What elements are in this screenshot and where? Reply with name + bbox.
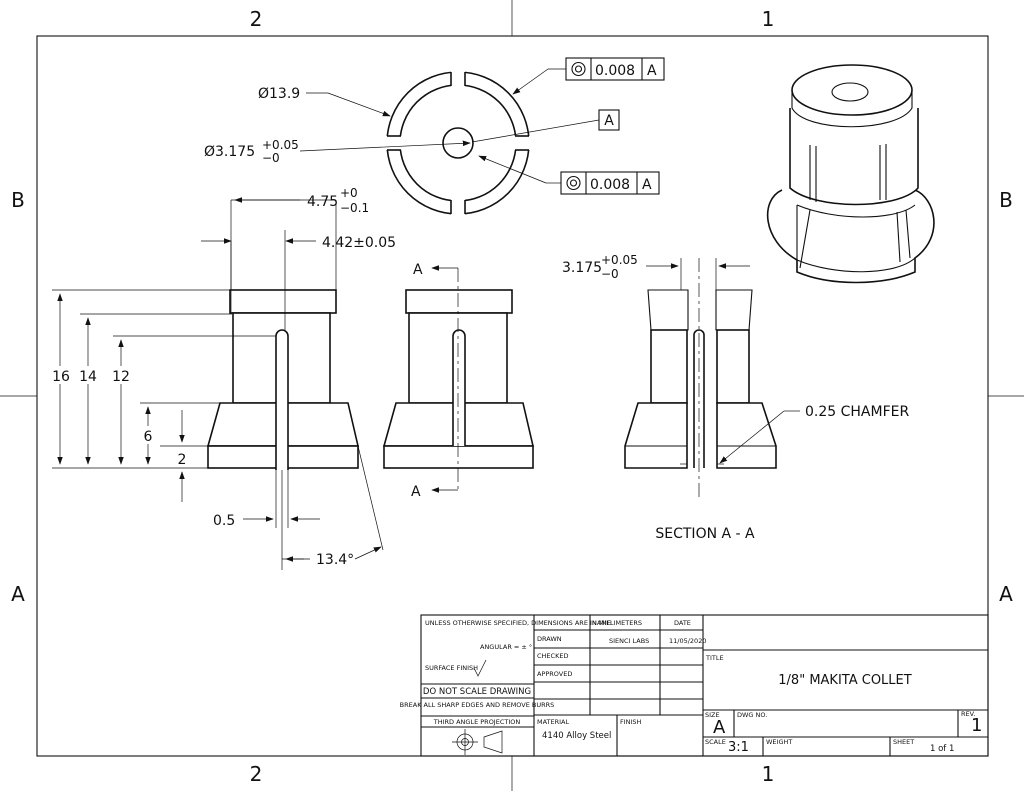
top-view-geometry [385, 70, 531, 216]
section-marker-lower: A [411, 484, 421, 500]
dim-height-6: 6 [144, 429, 153, 445]
dim-height-14: 14 [79, 369, 97, 385]
dwg-no-label: DWG NO. [737, 711, 767, 719]
dim-outer-diameter: Ø13.9 [258, 86, 300, 102]
dim-width-tol-minus: −0.1 [340, 201, 369, 215]
zone-bottom-1: 1 [762, 762, 775, 786]
general-note: UNLESS OTHERWISE SPECIFIED, DIMENSIONS A… [425, 619, 642, 627]
dim-section-bore: 3.175 [562, 260, 602, 276]
section-view: 3.175 +0.05 −0 0.25 CHAMFER SECTION A - … [562, 253, 909, 542]
scale-label: SCALE [705, 738, 726, 746]
dim-section-bore-tol-minus: −0 [601, 267, 619, 281]
sheet-label: SHEET [893, 738, 914, 746]
drawing-title: 1/8" MAKITA COLLET [778, 673, 911, 688]
fcf-top-datum: A [647, 63, 657, 79]
dim-bore-tol-minus: −0 [262, 151, 280, 165]
dim-inner-width: 4.42±0.05 [322, 235, 396, 251]
dim-height-2: 2 [178, 452, 187, 468]
fcf-bottom-datum: A [642, 177, 652, 193]
fcf-bottom-value: 0.008 [590, 177, 630, 193]
third-angle-projection-icon [452, 729, 503, 755]
concentricity-icon [571, 61, 586, 77]
drawn-date: 11/05/2020 [669, 637, 706, 645]
dim-slot-width: 0.5 [213, 513, 235, 529]
rev-label: REV. [961, 710, 975, 718]
surface-finish-label: SURFACE FINISH [425, 664, 478, 672]
drawn-label: DRAWN [537, 635, 562, 643]
material-value: 4140 Alloy Steel [542, 731, 611, 741]
finish-label: FINISH [620, 718, 642, 726]
datum-label: A [604, 113, 614, 129]
title-label: TITLE [705, 654, 724, 662]
size-label: SIZE [705, 711, 720, 719]
top-view: Ø13.9 Ø3.175 +0.05 −0 0.008 A A [204, 57, 665, 216]
dim-width: 4.75 [307, 194, 338, 210]
rev-value: 1 [971, 715, 982, 736]
zone-labels: 2 1 2 1 B A B A [11, 7, 1013, 786]
side-view: A A [382, 262, 535, 500]
zone-right-b: B [999, 188, 1013, 212]
fcf-top-value: 0.008 [595, 63, 635, 79]
size-value: A [713, 717, 726, 738]
concentricity-icon [566, 175, 581, 191]
break-edges-note: BREAK ALL SHARP EDGES AND REMOVE BURRS [400, 701, 555, 709]
fcf-bottom [560, 171, 660, 195]
zone-bottom-2: 2 [250, 762, 263, 786]
do-not-scale-note: DO NOT SCALE DRAWING [423, 687, 531, 697]
date-column-header: DATE [674, 619, 691, 627]
front-view: 4.75 +0 −0.1 4.42±0.05 16 14 12 [48, 186, 396, 570]
dim-angle: 13.4° [316, 552, 354, 568]
zone-left-b: B [11, 188, 25, 212]
zone-top-1: 1 [762, 7, 775, 31]
weight-label: WEIGHT [766, 738, 792, 746]
dim-section-bore-tol-plus: +0.05 [601, 253, 638, 267]
datum-box [598, 109, 620, 131]
section-caption: SECTION A - A [655, 526, 755, 542]
drawn-name: SIENCI LABS [609, 637, 649, 645]
angular-tolerance: ANGULAR = ± ° [480, 643, 532, 651]
surface-finish-icon [473, 659, 487, 677]
projection-label: THIRD ANGLE PROJECTION [433, 718, 521, 726]
zone-left-a: A [11, 582, 25, 606]
fcf-top [565, 57, 665, 81]
checked-label: CHECKED [537, 652, 568, 660]
zone-top-2: 2 [250, 7, 263, 31]
front-view-annotations: 4.75 +0 −0.1 4.42±0.05 16 14 12 [48, 186, 396, 568]
isometric-view [766, 64, 935, 284]
top-view-annotations: Ø13.9 Ø3.175 +0.05 −0 0.008 A A [204, 57, 665, 195]
material-label: MATERIAL [537, 718, 570, 726]
section-marker-upper: A [413, 262, 423, 278]
chamfer-note: 0.25 CHAMFER [805, 404, 909, 420]
dim-height-12: 12 [112, 369, 130, 385]
name-column-header: NAME [592, 619, 611, 627]
zone-right-a: A [999, 582, 1013, 606]
dim-bore-tol-plus: +0.05 [262, 138, 299, 152]
dim-bore-diameter: Ø3.175 [204, 144, 255, 160]
front-view-geometry [206, 200, 360, 570]
scale-value: 3:1 [728, 740, 749, 755]
dim-width-tol-plus: +0 [340, 186, 358, 200]
dim-height-16: 16 [52, 369, 70, 385]
title-block: UNLESS OTHERWISE SPECIFIED, DIMENSIONS A… [400, 614, 989, 757]
sheet-value: 1 of 1 [930, 744, 954, 754]
approved-label: APPROVED [537, 670, 572, 678]
